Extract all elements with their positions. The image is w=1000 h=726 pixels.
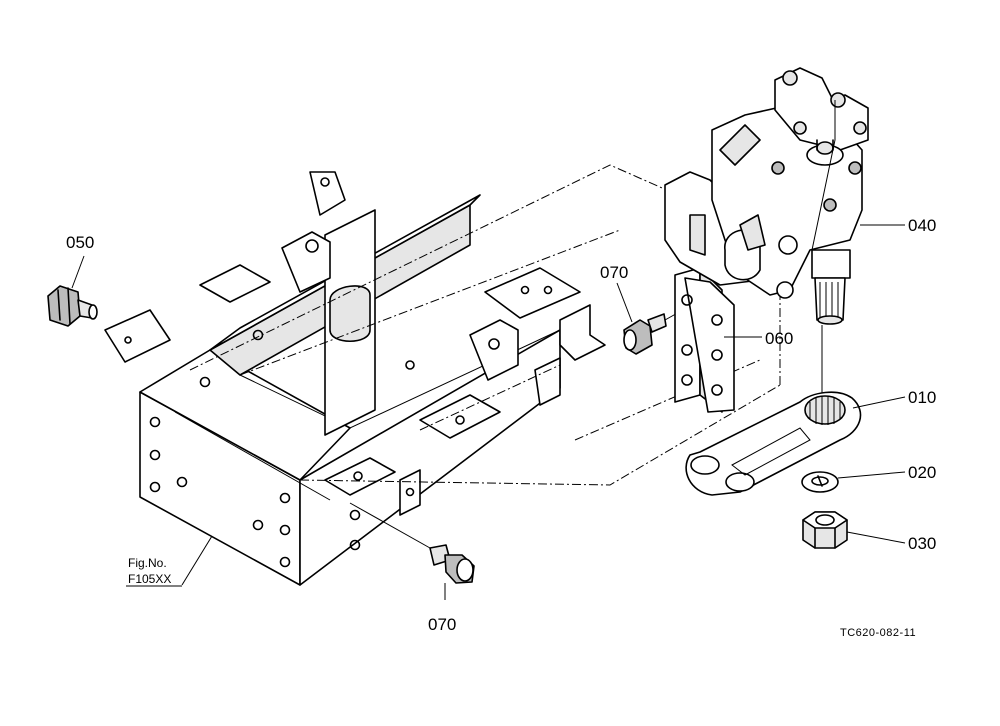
bolt-070-top — [623, 305, 691, 355]
leader-lines — [71, 224, 906, 600]
plate-060 — [674, 267, 735, 413]
callout-060: 060 — [765, 329, 793, 348]
callout-030: 030 — [908, 534, 936, 553]
nut-030 — [802, 511, 848, 549]
drawing-number: TC620-082-11 — [840, 627, 916, 639]
gearbox-040 — [664, 67, 869, 325]
callout-050: 050 — [66, 233, 94, 252]
callout-070-bottom: 070 — [428, 615, 456, 634]
callout-040: 040 — [908, 216, 936, 235]
callout-010: 010 — [908, 388, 936, 407]
arm-010 — [685, 391, 862, 496]
fitting-050 — [47, 285, 98, 327]
callout-020: 020 — [908, 463, 936, 482]
callout-070-top: 070 — [600, 263, 628, 282]
figure-ref-line2: F105XX — [128, 572, 171, 586]
washer-020 — [801, 471, 839, 493]
chassis-frame — [104, 171, 606, 586]
figure-ref-line1: Fig.No. — [128, 556, 167, 570]
bolt-070-bottom — [349, 502, 475, 584]
